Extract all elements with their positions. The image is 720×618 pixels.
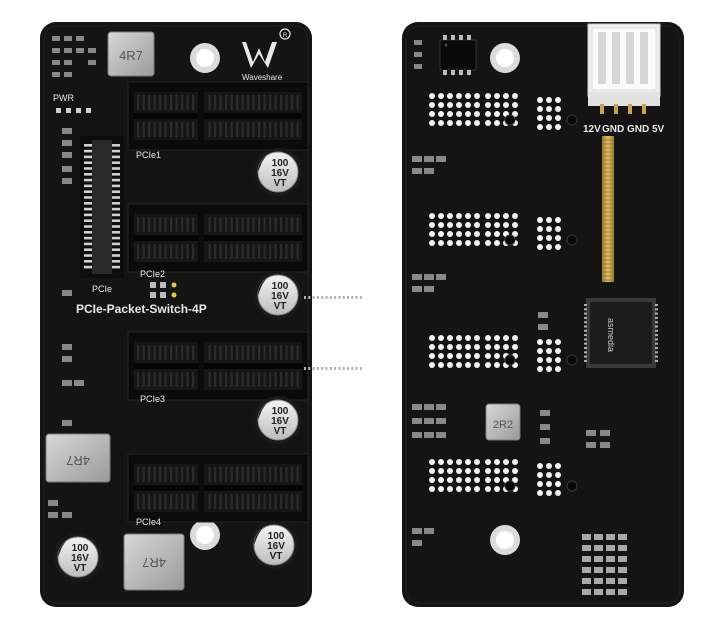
svg-text:100: 100 [268, 531, 285, 542]
svg-text:100: 100 [272, 158, 289, 169]
slot-label-pcie1: PCIe1 [136, 150, 161, 160]
mounting-hole [490, 43, 520, 73]
slot-label-pcie4: PCIe4 [136, 517, 161, 527]
status-leds [150, 282, 177, 298]
back-board: 12V GND GND 5V asmedia 2R [304, 22, 684, 607]
svg-text:100: 100 [272, 406, 289, 417]
pcie-switch-chip: asmedia [304, 296, 658, 370]
inductor: 4R7 [107, 31, 155, 77]
pcie-x4-slot [127, 331, 309, 401]
inductor: 4R7 [123, 533, 185, 591]
led-row [56, 108, 91, 113]
pcie-x1-edge-connector [80, 136, 124, 278]
front-board: R Waveshare 4R7 PWR [40, 22, 312, 607]
pwr-label: PWR [53, 93, 74, 103]
svg-text:16V: 16V [271, 168, 289, 179]
svg-text:16V: 16V [271, 291, 289, 302]
svg-text:VT: VT [274, 178, 287, 189]
inductor: 2R2 [485, 403, 521, 441]
gold-edge-strip [602, 136, 614, 282]
svg-text:16V: 16V [271, 416, 289, 427]
svg-text:4R7: 4R7 [66, 453, 90, 468]
power-pin-labels: 12V GND GND 5V [583, 124, 665, 135]
mounting-hole [490, 525, 520, 555]
svg-text:5V: 5V [652, 124, 665, 135]
mounting-hole [190, 43, 220, 73]
brand-label: Waveshare [242, 73, 283, 82]
pcie-x1-label: PCIe [92, 284, 112, 294]
svg-text:VT: VT [270, 551, 283, 562]
pcie-x4-slot [127, 81, 309, 151]
svg-text:VT: VT [74, 563, 87, 574]
board-name-label: PCIe-Packet-Switch-4P [76, 302, 207, 316]
svg-text:GND: GND [602, 124, 624, 135]
pcie-x4-slot [127, 453, 309, 523]
svg-text:VT: VT [274, 301, 287, 312]
smd-components [52, 36, 96, 77]
svg-text:12V: 12V [583, 124, 601, 135]
svg-text:VT: VT [274, 426, 287, 437]
slot-label-pcie2: PCIe2 [140, 269, 165, 279]
inductor: 4R7 [45, 433, 111, 483]
smd-components [412, 40, 610, 546]
svg-text:4R7: 4R7 [142, 555, 166, 570]
pcie-x4-slot [127, 203, 309, 273]
waveshare-logo-icon: R [242, 28, 291, 68]
soic-chip [439, 35, 477, 75]
smd-components [48, 128, 84, 518]
svg-text:16V: 16V [71, 553, 89, 564]
svg-text:asmedia: asmedia [606, 318, 616, 352]
svg-text:R: R [283, 33, 288, 39]
power-connector [587, 23, 661, 114]
svg-text:2R2: 2R2 [493, 419, 513, 431]
svg-text:100: 100 [72, 543, 89, 554]
svg-text:100: 100 [272, 281, 289, 292]
test-points [504, 114, 578, 492]
svg-text:GND: GND [627, 124, 649, 135]
svg-text:4R7: 4R7 [119, 48, 143, 63]
slot-label-pcie3: PCIe3 [140, 394, 165, 404]
mounting-hole [190, 520, 220, 550]
svg-text:16V: 16V [267, 541, 285, 552]
